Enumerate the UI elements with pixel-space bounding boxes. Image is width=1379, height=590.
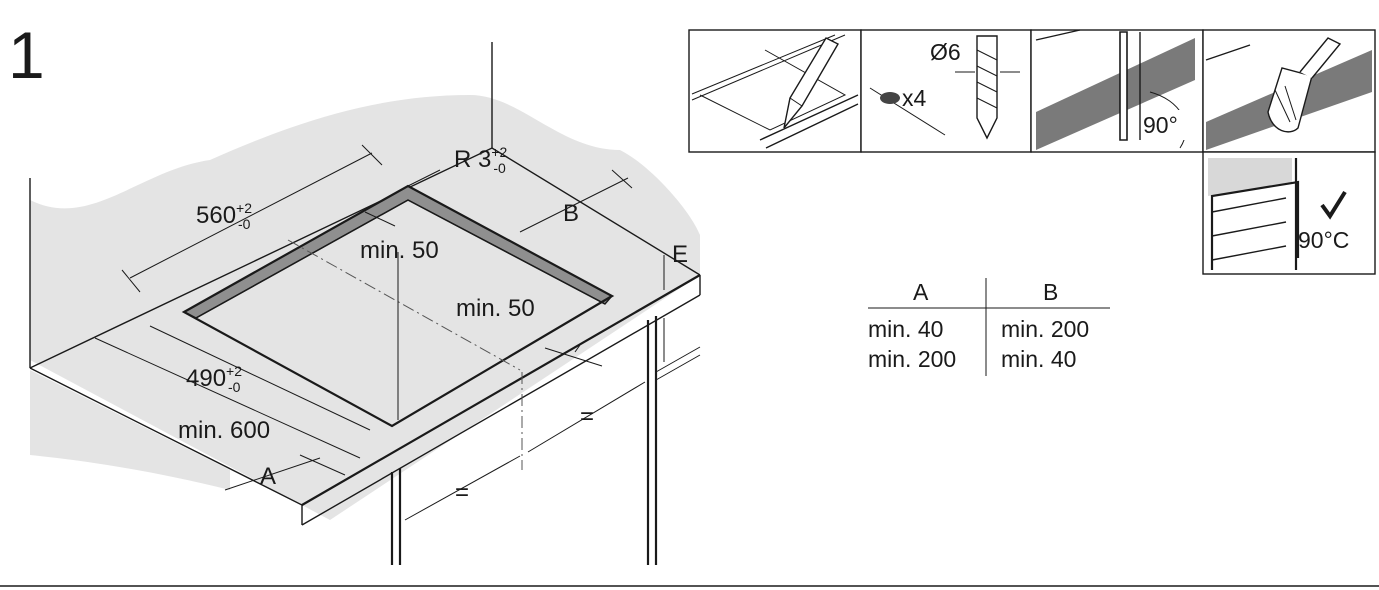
worktop-section [1036,38,1195,150]
dim-560-line [121,144,383,293]
dimension-labels: 560+2-0 R 3+2-0 B min. 50 min. 50 E 490+… [178,144,688,506]
table-cell: min. 40 [868,316,943,342]
dim-a-line [224,454,346,491]
panel-marking [688,29,862,153]
pencil-icon [783,37,839,129]
dim-equal-1 [404,455,521,521]
drill-count-label: x4 [902,85,927,111]
worktop-back-edge [29,147,701,369]
dim-r3-leader [407,169,441,187]
dim-min50-back-label: min. 50 [360,237,439,264]
centre-line-depth [287,239,521,371]
dim-equal-1-label: = [455,479,469,506]
dim-e-label: E [672,241,688,268]
cutout-outline [181,184,615,428]
panel-heat-resistance: 90°C [1202,151,1376,275]
worktop-front-lower [301,294,701,526]
spacing-table: A B min. 40 min. 200 min. 200 min. 40 [868,278,1110,376]
screw-icon [880,92,900,104]
cabinet-rail [655,346,701,381]
angle-label: 90° [1143,112,1178,138]
dim-min50-side-label: min. 50 [456,295,535,322]
dim-min50-back [364,211,396,227]
saw-blade-icon [1119,31,1128,141]
wall-shadow [30,95,700,520]
table-cell: min. 200 [868,346,956,372]
dim-b-line [519,169,633,233]
temperature-label: 90°C [1298,227,1349,253]
panel-drilling: x4 Ø6 [860,29,1032,153]
dim-490-line [94,325,371,459]
check-icon [1320,190,1347,220]
panel-sawing: 90° [1030,29,1204,153]
dim-b-label: B [563,200,579,227]
panel-sealing [1202,29,1376,153]
worktop-front-edge [301,274,701,506]
cabinet-left-post [390,468,402,565]
worktop-left-edge [29,367,303,525]
table-header-a: A [913,279,929,305]
wall-shadow-left [30,370,230,490]
dim-min600-label: min. 600 [178,417,270,444]
dim-min50-side [544,344,603,367]
dim-equal-2-label: = [580,403,594,430]
worktop-drawing [29,42,701,565]
cutout-inner-back [195,199,606,319]
dim-490-label: 490+2-0 [186,363,242,395]
dim-a-label: A [260,463,276,490]
step-panels: x4 Ø6 90° [688,29,1376,275]
table-cell: min. 40 [1001,346,1076,372]
step-number: 1 [8,18,45,92]
dim-560-label: 560+2-0 [196,200,252,232]
cabinet-right-post [646,316,658,565]
table-cell: min. 200 [1001,316,1089,342]
dim-radius-label: R 3+2-0 [454,144,508,176]
table-header-b: B [1043,279,1058,305]
drill-diameter-label: Ø6 [930,39,961,65]
dim-equal-2 [527,381,646,453]
